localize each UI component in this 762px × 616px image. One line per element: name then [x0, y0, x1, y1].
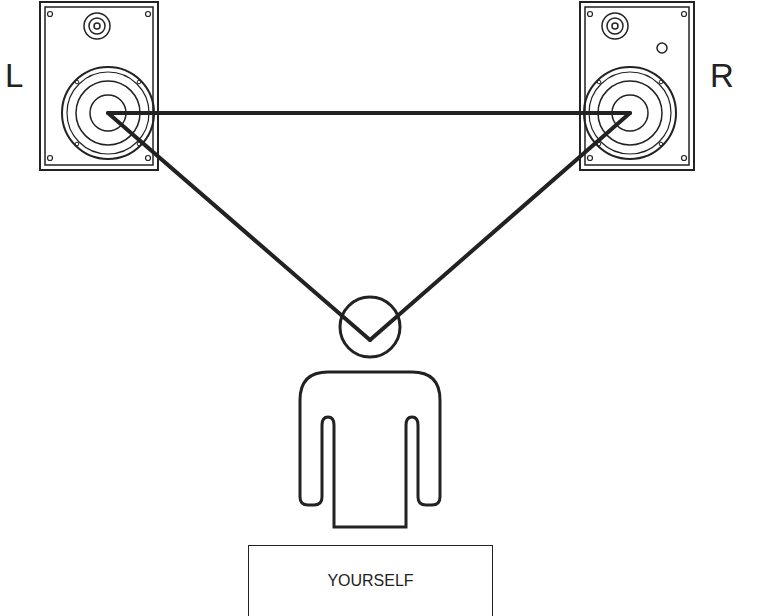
- speaker-box: L: [40, 2, 158, 170]
- left-speaker: [40, 2, 158, 170]
- channel-label: R: [710, 59, 734, 92]
- listener-figure: [300, 297, 440, 527]
- box-label: YOURSELF: [249, 546, 492, 590]
- speaker-baseline: [158, 111, 580, 115]
- speaker-box: R: [580, 2, 694, 170]
- channel-label: L: [5, 59, 23, 92]
- right-speaker: [580, 2, 694, 170]
- sightlines: [108, 113, 630, 340]
- listener-box: YOURSELF: [248, 545, 493, 616]
